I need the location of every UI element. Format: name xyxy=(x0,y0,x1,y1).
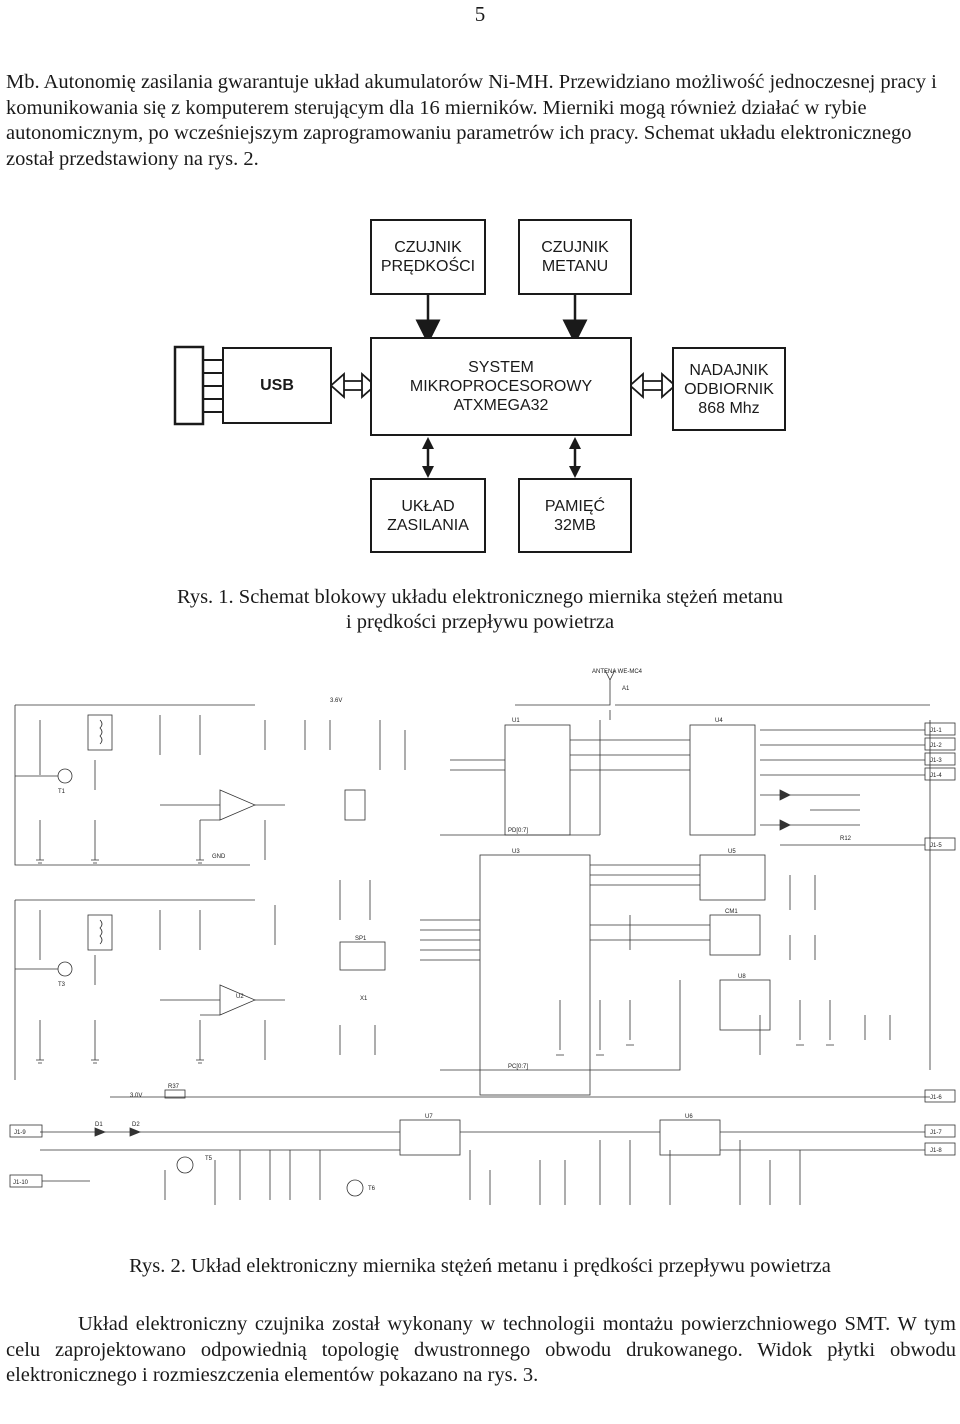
sensor-channel-1 xyxy=(15,714,285,860)
label-j1-9: J1-9 xyxy=(14,1130,26,1136)
label-j1-5: J1-5 xyxy=(930,843,942,849)
label-u4: U4 xyxy=(715,718,723,724)
sensor-channel-2 xyxy=(15,910,285,1060)
label-u5: U5 xyxy=(728,849,736,855)
chip-u6 xyxy=(659,1119,721,1156)
connector-j1-right xyxy=(760,722,956,851)
label-j1-7: J1-7 xyxy=(930,1130,942,1136)
block-power-supply: UKŁAD ZASILANIA xyxy=(370,478,486,553)
label-pc07: PC[0:7] xyxy=(508,1064,528,1070)
chip-u1 xyxy=(504,724,571,836)
label-a1: A1 xyxy=(622,686,630,692)
arrow-mcu-power xyxy=(422,437,434,478)
page-number: 5 xyxy=(474,2,486,26)
label-d2: D2 xyxy=(132,1122,140,1128)
caption-figure-2: Rys. 2. Układ elektroniczny miernika stę… xyxy=(129,1255,831,1277)
label-cm1: CM1 xyxy=(725,909,738,915)
label-t5: T5 xyxy=(205,1156,213,1162)
block-methane-sensor-label: CZUJNIK METANU xyxy=(541,239,609,275)
arrow-usb-mcu xyxy=(329,372,377,399)
chip-u8 xyxy=(719,979,771,1031)
label-j1-6: J1-6 xyxy=(930,1095,942,1101)
label-u3: U3 xyxy=(512,849,520,855)
chip-u4 xyxy=(689,724,756,836)
label-t6: T6 xyxy=(368,1186,376,1192)
label-u7: U7 xyxy=(425,1114,433,1120)
label-u6: U6 xyxy=(685,1114,693,1120)
ground-symbols xyxy=(36,859,834,1064)
label-3v0: 3.0V xyxy=(130,1093,142,1099)
label-j1-10: J1-10 xyxy=(13,1180,29,1186)
label-u2: U2 xyxy=(236,994,244,1000)
chip-u7 xyxy=(399,1119,461,1156)
label-j1-3: J1-3 xyxy=(930,758,942,764)
chip-u3 xyxy=(479,854,591,1096)
label-x1: X1 xyxy=(360,996,368,1002)
label-r12: R12 xyxy=(840,836,852,842)
paragraph-smt-text: Układ elektroniczny czujnika został wyko… xyxy=(6,1313,956,1386)
block-transceiver: NADAJNIK ODBIORNIK 868 Mhz xyxy=(672,347,786,431)
circuit-schematic: ANTENA WE-MC4 A1 J1-1 J1-2 J1-3 J1-4 J1-… xyxy=(9,669,956,1205)
paragraph-intro: Mb. Autonomię zasilania gwarantuje układ… xyxy=(6,71,937,170)
caption-figure-1: Rys. 1. Schemat blokowy układu elektroni… xyxy=(176,586,784,633)
label-t3: T3 xyxy=(58,982,66,988)
passives xyxy=(264,720,891,1055)
label-u1: U1 xyxy=(512,718,520,724)
label-j1-2: J1-2 xyxy=(930,743,942,749)
block-methane-sensor: CZUJNIK METANU xyxy=(518,219,632,295)
label-pd07: PD[0:7] xyxy=(508,828,528,834)
power-section xyxy=(9,1089,956,1205)
block-mcu-label: SYSTEM MIKROPROCESOROWY ATXMEGA32 xyxy=(409,359,593,414)
label-antenna: ANTENA WE-MC4 xyxy=(592,669,643,675)
label-gnd: GND xyxy=(212,854,226,860)
label-j1-1: J1-1 xyxy=(930,728,942,734)
label-d1: D1 xyxy=(95,1122,103,1128)
block-transceiver-label: NADAJNIK ODBIORNIK 868 Mhz xyxy=(684,361,774,417)
block-memory-label: PAMIĘĆ 32MB xyxy=(544,497,606,534)
block-speed-sensor-label: CZUJNIK PRĘDKOŚCI xyxy=(380,239,476,275)
label-r37: R37 xyxy=(168,1084,180,1090)
block-mcu: SYSTEM MIKROPROCESOROWY ATXMEGA32 xyxy=(370,337,632,436)
block-usb-label: USB xyxy=(260,377,294,394)
label-j1-8: J1-8 xyxy=(930,1148,942,1154)
label-t1: T1 xyxy=(58,789,66,795)
label-j1-4: J1-4 xyxy=(930,773,942,779)
chip-cm1 xyxy=(709,914,761,956)
block-memory: PAMIĘĆ 32MB xyxy=(518,478,632,553)
block-power-supply-label: UKŁAD ZASILANIA xyxy=(387,497,469,534)
usb-connector-plug xyxy=(173,345,205,426)
programming-header xyxy=(339,941,386,971)
block-usb: USB xyxy=(222,347,332,424)
block-diagram-connections xyxy=(173,294,677,478)
chip-u5 xyxy=(699,854,766,901)
label-sp1: SP1 xyxy=(355,936,367,942)
arrow-mcu-memory xyxy=(569,437,581,478)
label-u8: U8 xyxy=(738,974,746,980)
arrow-mcu-transceiver xyxy=(628,372,677,399)
block-speed-sensor: CZUJNIK PRĘDKOŚCI xyxy=(370,219,486,295)
paragraph-smt: Układ elektroniczny czujnika został wyko… xyxy=(6,1312,956,1389)
label-3v6: 3.6V xyxy=(330,698,342,704)
connector-jp xyxy=(344,789,366,821)
